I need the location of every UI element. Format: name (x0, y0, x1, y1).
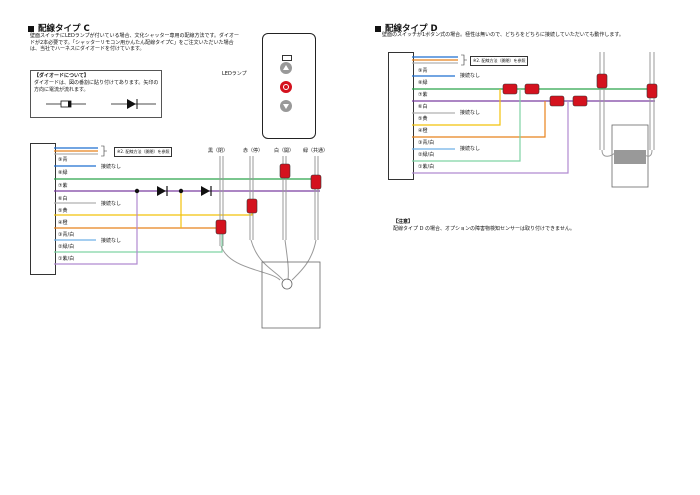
harness-connector-d (388, 52, 414, 180)
wire-label-d-5: ⑤黄 (418, 116, 428, 122)
ref-label-c: ※2. 配線方法（開閉）を参照 (114, 147, 173, 157)
diode-note-title: 【ダイオードについて】 (34, 73, 89, 79)
wire-label-c-7: ⑦紫 (58, 183, 68, 189)
wire-label-d-8: ⑧緑 (418, 80, 428, 86)
wire-label-c-4: ④橙 (58, 220, 68, 226)
wire-label-c-3: ③青/白 (58, 232, 75, 238)
no-connection-label-c-2: 接続なし (101, 201, 122, 207)
wire-label-c-8: ⑧緑 (58, 170, 68, 176)
wire-label-d-1: ①紫/白 (418, 164, 435, 170)
wire-label-d-3: ③青/白 (418, 140, 435, 146)
section-d-title-text: 配線タイプ D (385, 24, 438, 34)
no-connection-label-c-1: 接続なし (101, 164, 122, 170)
wire-label-c-6: ⑥白 (58, 196, 68, 202)
wire-label-d-4: ④橙 (418, 128, 428, 134)
note-title: 【注意】 (393, 219, 414, 225)
wire-label-c-9: ⑨青 (58, 157, 68, 163)
wire-label-d-2: ②緑/白 (418, 152, 435, 158)
terminal-label-stop: 赤（停） (243, 148, 264, 154)
diode-note-body: ダイオードは、図の番割に貼り付けてあります。矢印の方向に電流が流れます。 (34, 80, 159, 93)
wall-switch-panel (262, 33, 316, 139)
wire-label-c-2: ②緑/白 (58, 244, 75, 250)
wire-label-d-7: ⑦紫 (418, 92, 428, 98)
note-body: 配線タイプ D の場合、オプションの障害物検知センサーは取り付けできません。 (393, 226, 575, 232)
led-lamp-icon (282, 55, 292, 61)
bullet-square-icon (375, 25, 381, 32)
harness-connector-c (30, 143, 56, 275)
wire-label-c-1: ①紫/白 (58, 256, 75, 262)
no-connection-label-d-1: 接続なし (460, 73, 481, 79)
section-c-title: 配線タイプ C (28, 22, 90, 34)
terminal-label-common: 緑（共通） (303, 148, 329, 154)
wire-label-d-6: ⑥白 (418, 104, 428, 110)
no-connection-label-d-3: 接続なし (460, 146, 481, 152)
wire-label-c-5: ⑤黄 (58, 208, 68, 214)
open-button-icon (280, 62, 292, 74)
ref-label-d: ※2. 配線方法（開閉）を参照 (470, 56, 529, 66)
terminal-label-close: 黒（閉） (208, 148, 229, 154)
diode-symbol-icons (46, 99, 156, 109)
terminal-label-open: 白（開） (274, 148, 295, 154)
stop-button-icon (280, 81, 292, 93)
section-d-description: 壁面のスイッチが1ボタン式の場合。極性は無いので、どちらをどちらに接続していただ… (382, 32, 624, 38)
diode-note-box: 【ダイオードについて】 ダイオードは、図の番割に貼り付けてあります。矢印の方向に… (30, 70, 162, 118)
led-lamp-label: LEDランプ (222, 71, 247, 77)
section-d-title: 配線タイプ D (375, 22, 438, 34)
no-connection-label-c-3: 接続なし (101, 238, 122, 244)
no-connection-label-d-2: 接続なし (460, 110, 481, 116)
bullet-square-icon (28, 25, 34, 32)
wire-label-d-9: ⑨青 (418, 68, 428, 74)
section-c-description: 壁面スイッチにLEDランプが付いている場合、文化シャッター専用の配線方法です。ダ… (30, 33, 239, 53)
section-c-title-text: 配線タイプ C (38, 24, 90, 34)
close-button-icon (280, 100, 292, 112)
